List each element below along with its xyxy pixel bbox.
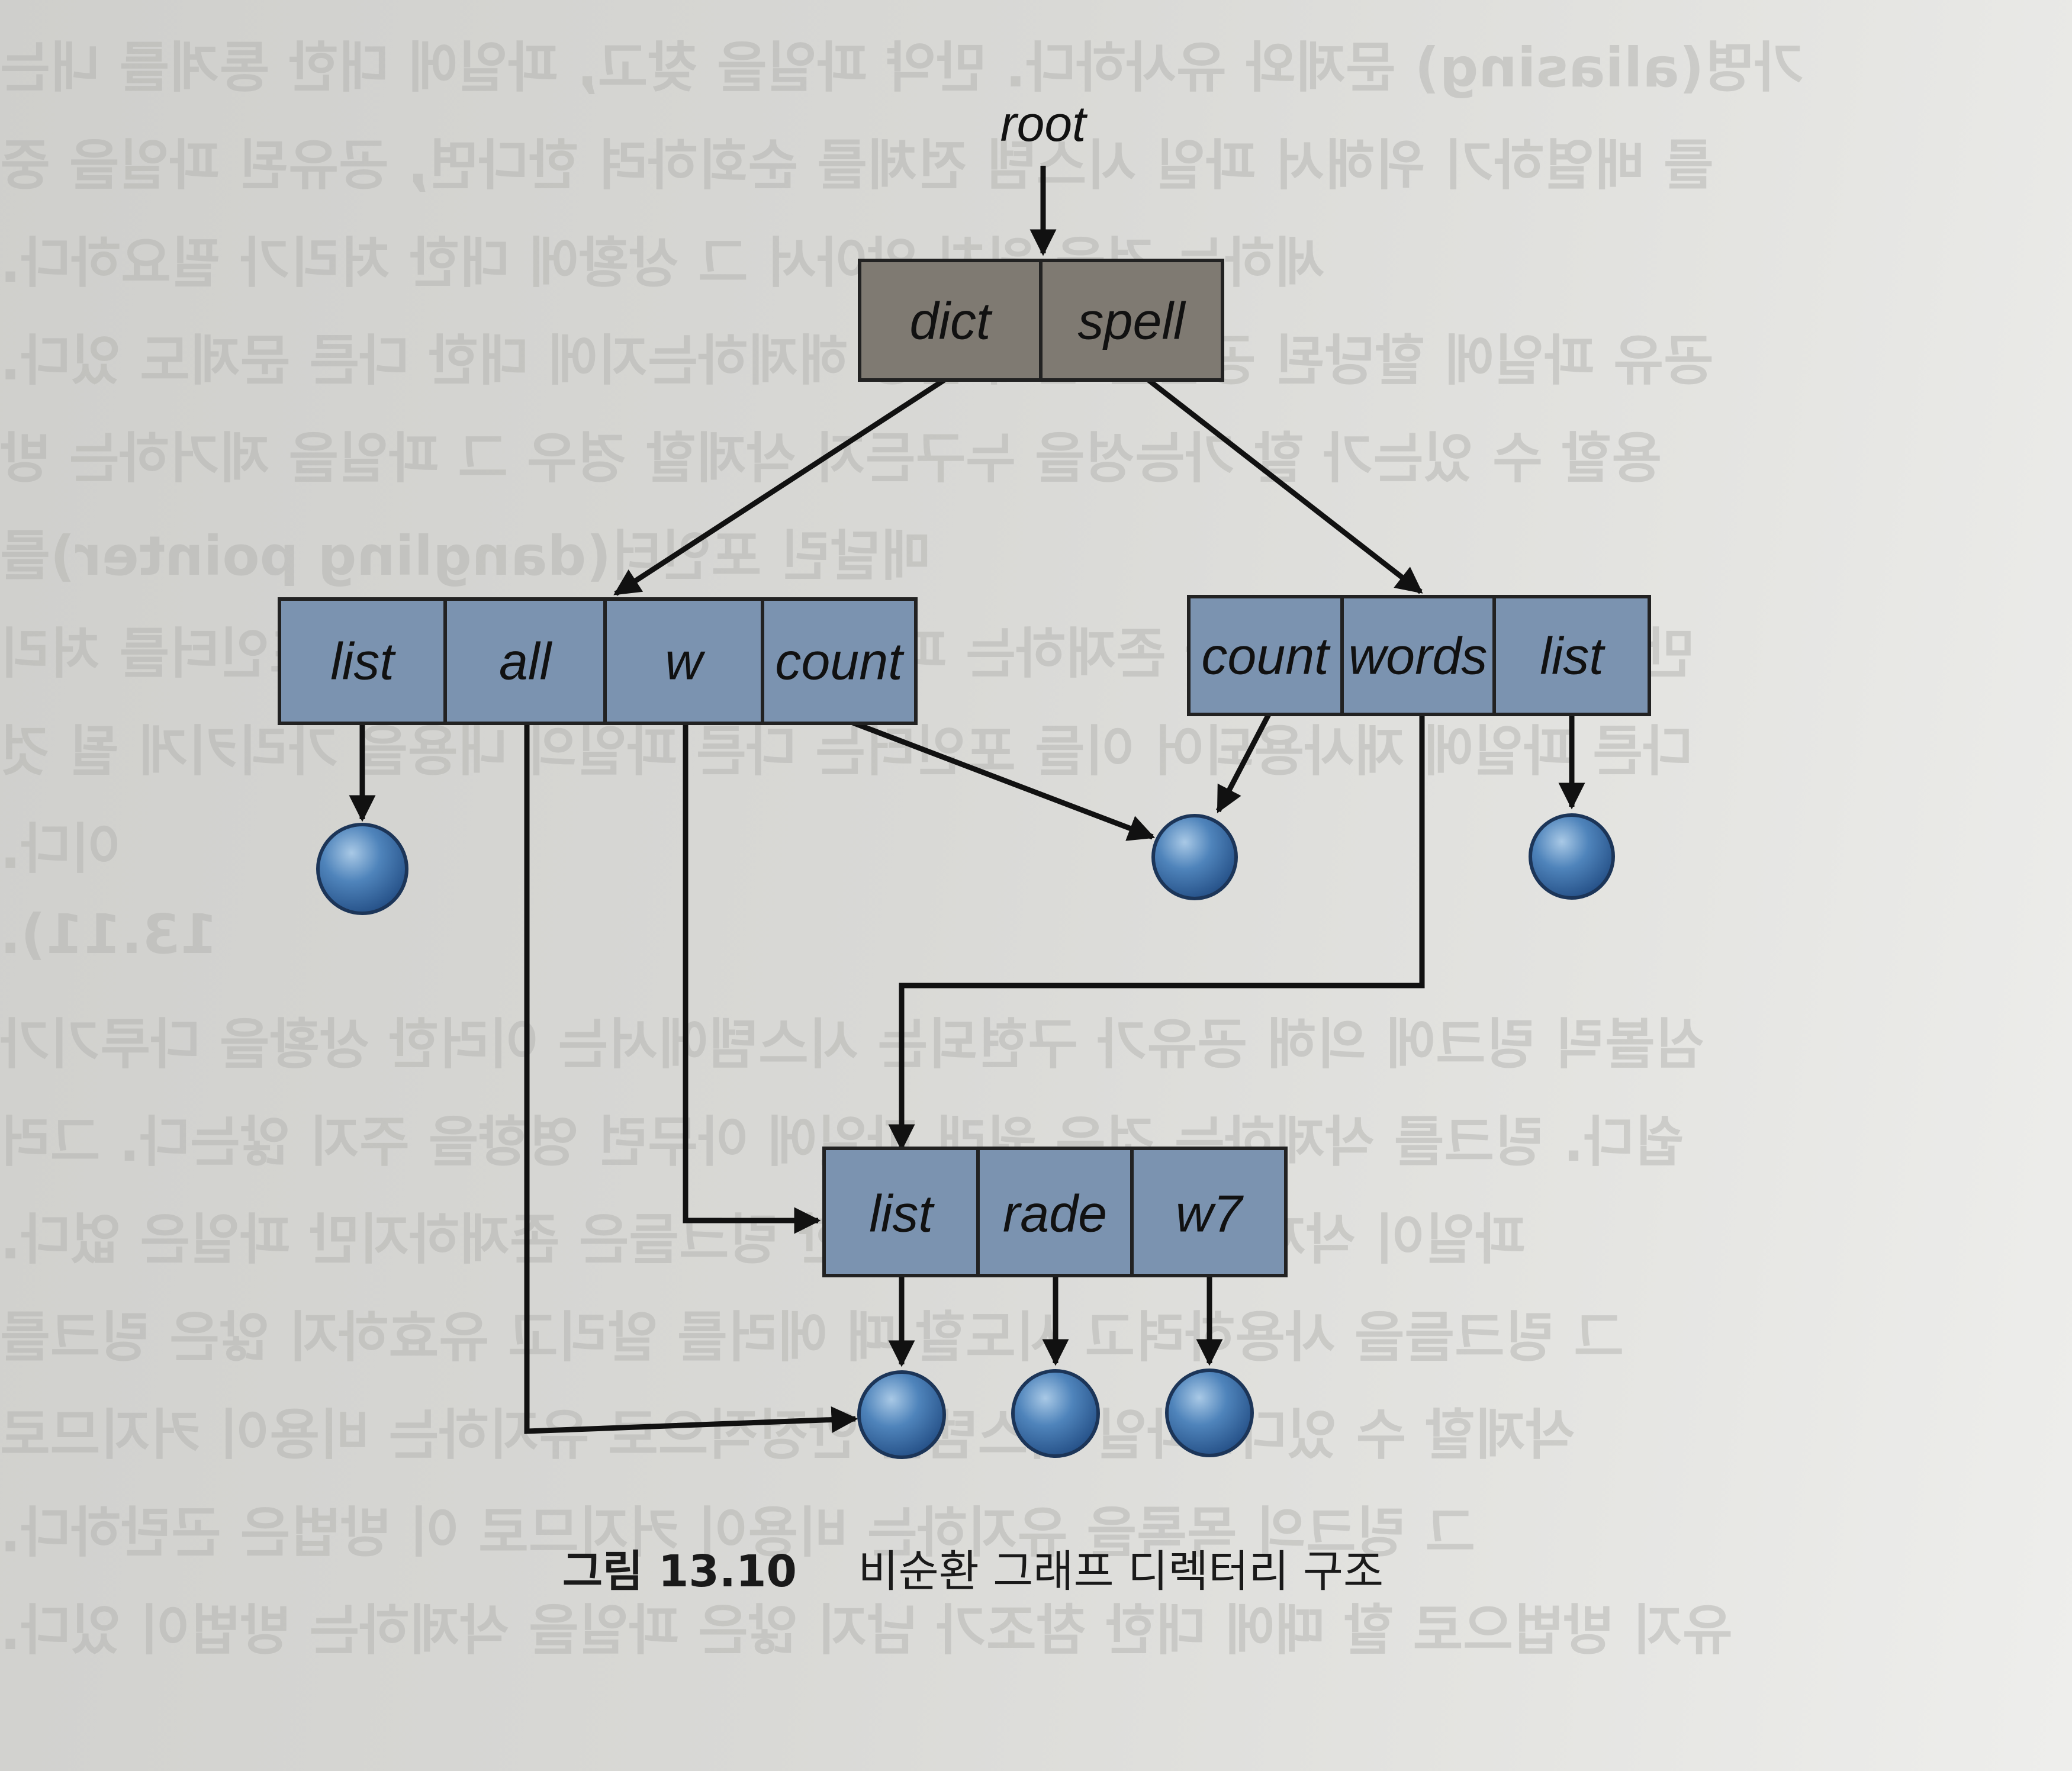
file-node [1011, 1369, 1100, 1458]
edges [349, 166, 1585, 1434]
file-node [316, 823, 408, 915]
edge-count-to-shared-file [842, 716, 1156, 841]
edge-words-to-shared-dir [888, 714, 1425, 1151]
file-node [857, 1370, 946, 1459]
figure-number: 그림 13.10 [562, 1546, 797, 1597]
edge-all-to-shared-file [524, 723, 858, 1434]
figure-title: 비순환 그래프 디렉터리 구조 [858, 1546, 1384, 1597]
file-nodes [316, 813, 1615, 1459]
root-dir-entry: dict [910, 292, 993, 350]
file-node [1165, 1368, 1254, 1457]
spell-dir-entry: count [1201, 627, 1331, 685]
root-dir-entry: spell [1078, 292, 1186, 350]
root-label: root [1000, 96, 1088, 152]
edge-w-to-shared-dir [683, 723, 821, 1234]
edge-spell-count-to-shared-file [1216, 713, 1271, 813]
file-node [1529, 813, 1615, 900]
dict-dir-entry: count [775, 632, 905, 691]
edge-dict-to-dict-dir [613, 378, 946, 596]
shared-dir-entry: w7 [1176, 1184, 1244, 1243]
figure-caption: 그림 13.10 비순환 그래프 디렉터리 구조 [562, 1536, 1384, 1599]
shared-directory: list rade w7 [822, 1147, 1288, 1277]
spell-dir-entry: list [1540, 627, 1606, 685]
dict-directory: list all w count [278, 597, 918, 725]
dict-dir-entry: w [665, 632, 706, 691]
root-directory: dict spell [858, 259, 1224, 382]
spell-directory: count words list [1187, 595, 1651, 716]
shared-dir-entry: rade [1003, 1184, 1107, 1243]
dict-dir-entry: list [330, 632, 396, 691]
shared-dir-entry: list [869, 1184, 935, 1243]
edge-spell-to-spell-dir [1147, 378, 1423, 594]
spell-dir-entry: words [1349, 627, 1488, 685]
file-node [1151, 814, 1238, 900]
dict-dir-entry: all [499, 632, 552, 691]
